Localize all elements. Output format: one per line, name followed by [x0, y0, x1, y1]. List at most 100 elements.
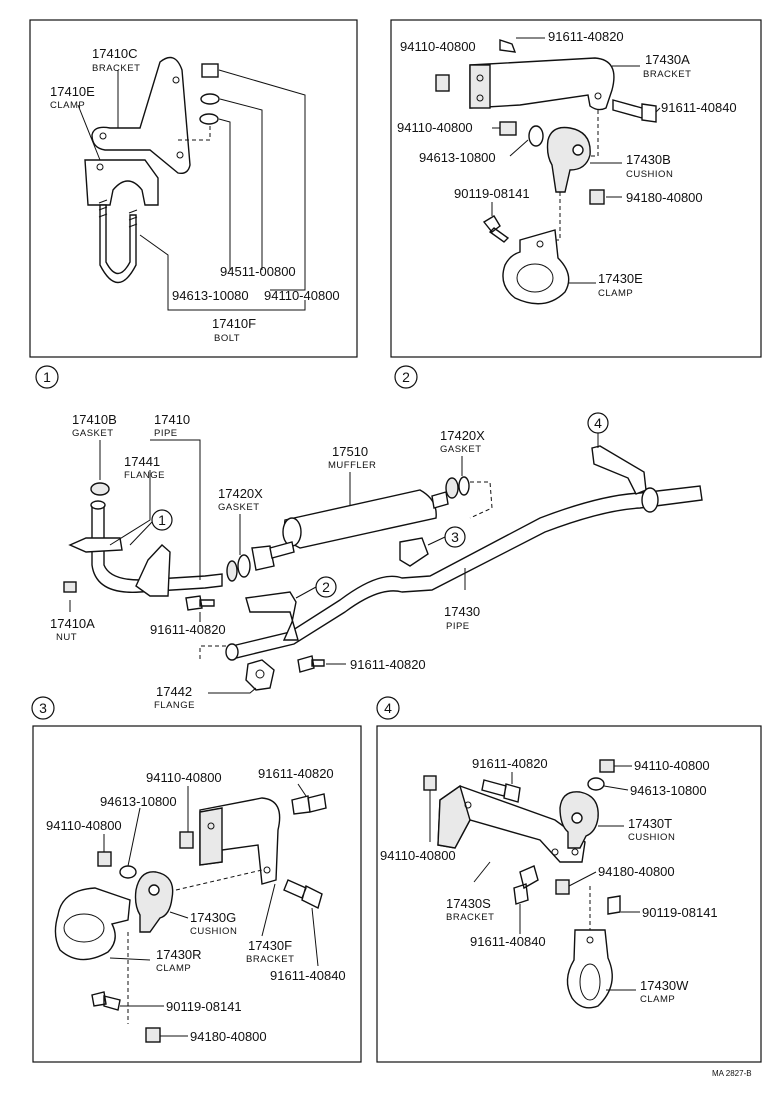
detail-1-index: 1	[43, 369, 51, 385]
bracket-hole	[571, 848, 579, 856]
bolt-b-number: 91611-40820	[350, 657, 426, 672]
bolt-91611-40820-top	[499, 39, 517, 53]
clamp-number: 17410E	[50, 84, 95, 99]
cushion-name: CUSHION	[190, 926, 237, 937]
hanger-2	[245, 591, 299, 641]
clamp-hole	[536, 240, 544, 248]
u-bolt	[99, 204, 137, 283]
detail-2: 2 94110-40800 91611-	[390, 19, 762, 389]
clamp-number: 17430E	[598, 271, 643, 286]
leader	[219, 98, 263, 270]
clamp-17430r	[54, 887, 131, 961]
cushion-name: CUSHION	[626, 169, 673, 180]
bolt-a-number: 91611-40820	[150, 622, 226, 637]
front-flange-number: 17441	[124, 454, 160, 469]
bolt-90119-08141	[91, 991, 121, 1011]
washer-number: 94613-10800	[419, 150, 496, 165]
bracket-hole	[594, 92, 602, 100]
leader	[509, 139, 529, 157]
clamp-hole	[586, 936, 594, 944]
detail-1-index-circle	[35, 365, 59, 389]
front-gasket-name: GASKET	[72, 428, 114, 439]
tail-pipe-number: 17430	[444, 604, 480, 619]
nut-name: NUT	[56, 632, 77, 643]
bolt-top-number: 91611-40820	[548, 29, 624, 44]
leader	[473, 861, 491, 883]
flange-17441	[68, 537, 123, 553]
cushion-number: 17430T	[628, 816, 672, 831]
bolt-90119-08141	[607, 895, 621, 915]
assembly-line	[175, 869, 263, 891]
callout-2: 2	[322, 579, 330, 595]
bolt-side-number: 91611-40840	[270, 968, 346, 983]
rear-flange-number: 17442	[156, 684, 192, 699]
mid-gasket-name: GASKET	[218, 502, 260, 513]
nut-low-number: 94180-40800	[190, 1029, 267, 1044]
bolt-91611-40840	[283, 879, 323, 910]
leader	[109, 957, 151, 961]
flange-17442	[245, 659, 275, 691]
nut-94110-40800-right	[599, 759, 615, 773]
bracket-number: 17430S	[446, 896, 491, 911]
nut-mid-number: 94110-40800	[397, 120, 473, 135]
bracket-number: 17430A	[645, 52, 690, 67]
front-flange-name: FLANGE	[124, 470, 165, 481]
bracket-hole	[476, 94, 484, 102]
nut-top-number: 94110-40800	[400, 39, 476, 54]
nut-94110-40800-left	[423, 775, 437, 791]
nut-94110-40800-mid	[499, 121, 517, 136]
rear-gasket-number: 17420X	[440, 428, 485, 443]
leader	[169, 911, 189, 919]
detail-3-index-circle	[31, 696, 55, 720]
bolt-number: 17410F	[212, 316, 256, 331]
cushion-name: CUSHION	[628, 832, 675, 843]
hanger-3	[399, 537, 429, 567]
cushion-hole	[571, 812, 583, 824]
front-gasket-17410b	[90, 482, 110, 496]
detail-3-frame	[32, 725, 362, 1063]
bolt-low-number: 90119-08141	[454, 186, 530, 201]
detail-2-frame	[390, 19, 762, 358]
muffler-inlet	[431, 491, 449, 509]
nut-number: 17410A	[50, 616, 95, 631]
cushion-number: 17430G	[190, 910, 236, 925]
bolt-91611-40820-top	[291, 793, 327, 815]
hanger-4-clamp	[641, 487, 659, 513]
callout-1: 1	[158, 512, 166, 528]
diagram-code: MA 2827-B	[712, 1069, 752, 1078]
rear-flange-name: FLANGE	[154, 700, 195, 711]
callout-1-circle	[151, 509, 173, 531]
bracket-hole	[263, 866, 271, 874]
nut-94110-40800-top	[179, 831, 194, 849]
nut-94180-40800	[555, 879, 570, 895]
clamp-name: CLAMP	[640, 994, 675, 1005]
leader	[150, 439, 201, 580]
cushion-number: 17430B	[626, 152, 671, 167]
bracket-name: BRACKET	[643, 69, 691, 80]
bracket-hole	[207, 822, 215, 830]
nut-low-number: 94180-40800	[626, 190, 703, 205]
leader	[218, 118, 231, 270]
washer-number: 94613-10800	[630, 783, 707, 798]
nut-top-number: 94110-40800	[634, 758, 710, 773]
bracket-flange	[469, 64, 491, 109]
front-pipe-17410	[91, 504, 223, 593]
tail-pipe-17430	[231, 485, 703, 659]
bolt-90119-08141	[482, 215, 510, 243]
clamp-17430w	[566, 929, 613, 1009]
bolt-side-number: 91611-40840	[470, 934, 546, 949]
leader	[311, 907, 319, 967]
assembly-line	[199, 645, 226, 662]
washer-number: 94613-10800	[100, 794, 177, 809]
detail-2-index-circle	[394, 365, 418, 389]
clamp-hole	[96, 163, 104, 171]
detail-3-index: 3	[39, 700, 47, 716]
bolt-side-number: 91611-40840	[661, 100, 737, 115]
washer-94613-10800	[528, 125, 544, 147]
nut-17410a	[63, 581, 77, 593]
assembly-line	[590, 110, 599, 157]
bracket-hole	[99, 132, 107, 140]
u-bolt-thread	[98, 199, 138, 228]
bolt-low-number: 90119-08141	[166, 999, 242, 1014]
bolt-91611-40820	[481, 779, 521, 803]
